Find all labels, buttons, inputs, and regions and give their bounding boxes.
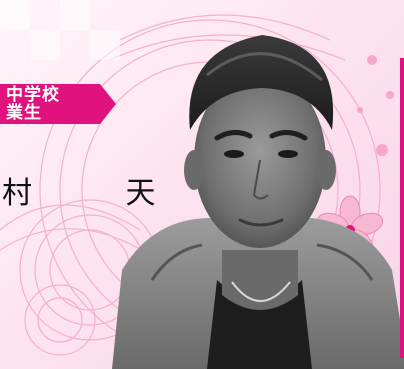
person-name: 村 天	[2, 176, 198, 211]
portrait-photo	[112, 35, 404, 369]
school-badge: 中学校 業生	[0, 84, 116, 124]
badge-graduate-text: 業生	[6, 103, 42, 123]
badge-school-text: 中学校	[6, 85, 60, 105]
accent-bar	[400, 58, 404, 358]
